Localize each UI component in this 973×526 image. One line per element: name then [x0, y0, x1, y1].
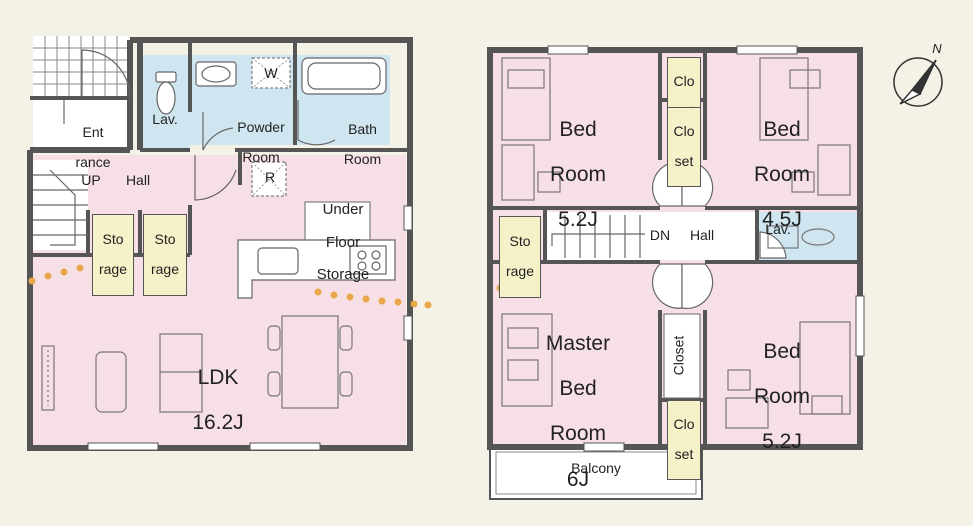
window-icon: [87, 205, 413, 451]
closet-vertical-label: Closet: [670, 335, 687, 376]
bed-room-se-label: Bed Room 5.2J: [753, 339, 811, 454]
storage-2f-label: Sto rage: [499, 216, 541, 298]
storage-right-label: Sto rage: [143, 214, 187, 296]
stairs-2f: [551, 215, 645, 258]
bath-room-label: Bath Room: [343, 121, 382, 168]
ldk-label: LDK 16.2J: [192, 365, 244, 435]
hall-label: Hall: [125, 172, 151, 188]
lav-label: Lav.: [152, 111, 178, 127]
sink-icon: [257, 247, 299, 275]
bathtub-icon: [301, 57, 387, 95]
dn-label: DN: [649, 227, 671, 243]
entrance-door-icon: [81, 49, 131, 99]
lav-2f-label: Lav.: [765, 221, 791, 237]
hall-door-icon: [194, 155, 237, 201]
hall-2f-label: Hall: [689, 227, 715, 243]
closet-c-label: Clo set: [667, 400, 701, 480]
washer-label: W: [264, 65, 278, 81]
compass-icon: [893, 57, 943, 107]
kitchen-counter: [237, 239, 396, 299]
bed-room-nw-label: Bed Room 5.2J: [549, 117, 607, 232]
closet-b-label: Clo set: [667, 107, 701, 187]
entrance-label: Ent rance: [75, 124, 111, 171]
window-icon: [547, 45, 865, 452]
sink-icon: [195, 61, 237, 87]
master-bed-room-label: Master Bed Room 6J: [545, 331, 611, 491]
stove-icon: [349, 245, 387, 275]
bath-door-icon: [297, 100, 336, 146]
powder-room-label: Powder Room: [237, 119, 285, 166]
lav-door-icon: [202, 112, 234, 151]
entrance-floor: [33, 98, 128, 148]
refrigerator-label: R: [264, 169, 276, 185]
dining-table: [267, 315, 353, 409]
compass-north-label: N: [932, 41, 942, 56]
toilet-icon: [155, 71, 177, 115]
stairs-1f: [33, 169, 88, 246]
under-floor-storage-label: Under Floor Storage: [316, 201, 370, 283]
balcony-label: Balcony: [571, 460, 621, 476]
bed-room-ne-label: Bed Room 4.5J: [753, 117, 811, 232]
first-floor: [27, 36, 432, 451]
door-swing-icon: [681, 263, 714, 310]
balcony-outline: [489, 446, 703, 500]
storage-left-label: Sto rage: [92, 214, 134, 296]
up-label: UP: [81, 172, 101, 188]
door-swing-icon: [651, 263, 683, 309]
